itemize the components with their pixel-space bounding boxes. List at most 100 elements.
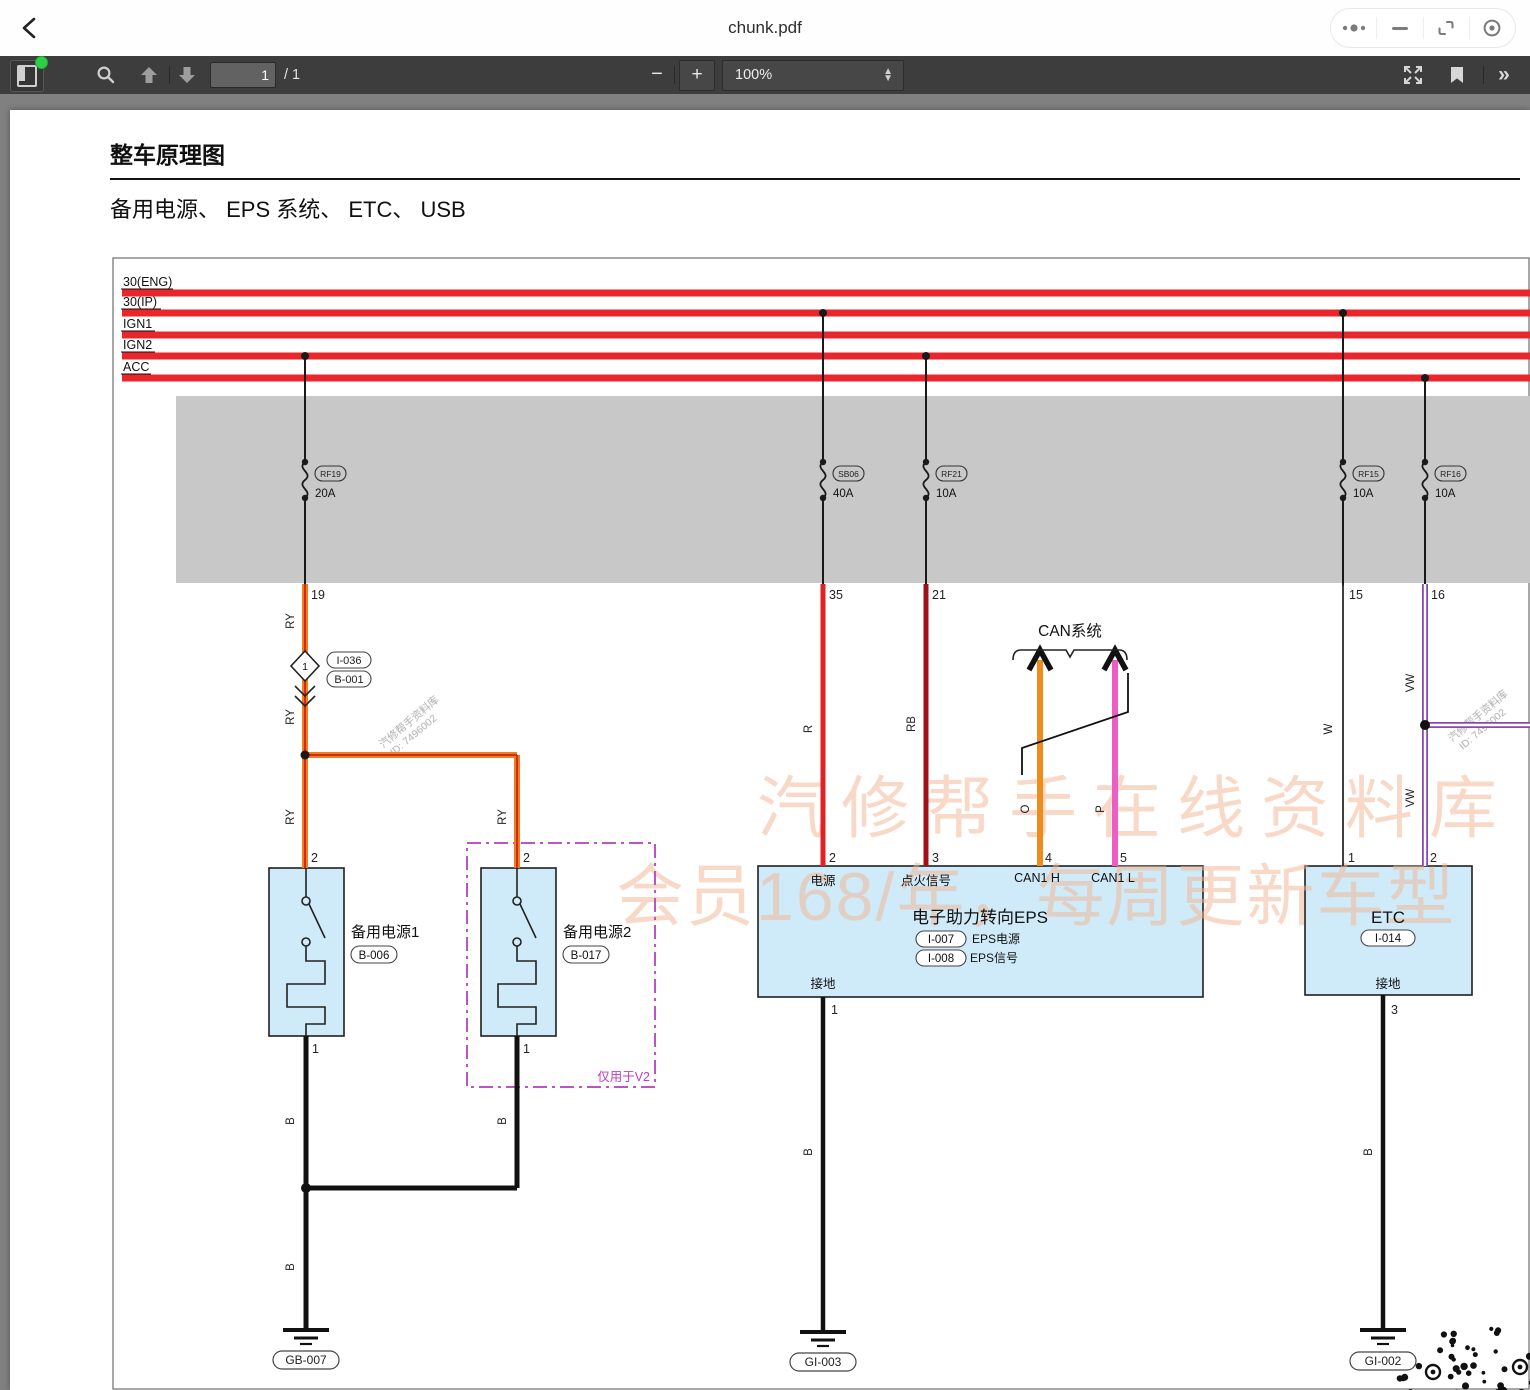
v2-dashed-box [466,842,656,1088]
back-button[interactable] [16,14,44,42]
pin-number: 16 [1431,588,1445,602]
zoom-level-select[interactable]: 100% ▲▼ [722,60,904,91]
arrow-down-icon [179,67,195,83]
svg-text:I-007: I-007 [928,934,954,946]
power-rails [122,289,1530,382]
svg-text:CAN1 L: CAN1 L [1091,871,1135,885]
svg-text:3: 3 [1391,1003,1398,1017]
restore-corners-icon [1438,20,1454,36]
viewer-content[interactable]: 整车原理图 备用电源、 EPS 系统、 ETC、 USB 30(ENG) 30(… [0,94,1530,1390]
rail-junction-dots [301,309,1429,382]
svg-text:B-017: B-017 [571,950,602,962]
fullscreen-icon [1404,66,1422,84]
pin-number: 19 [311,588,325,602]
window-title: chunk.pdf [728,18,802,37]
svg-text:GI-003: GI-003 [805,1355,842,1369]
watermark-line1: 汽修帮手在线资料库 [757,771,1513,847]
backup-symbols [286,868,537,1036]
arrow-up-icon [141,67,157,83]
can-arrows [1026,644,1129,672]
feed-wires [304,313,1426,586]
fuse-id: RF21 [941,469,962,479]
target-circle-icon [1483,19,1501,37]
ground-labels: GB-007 GI-003 GI-002 [272,1350,1417,1372]
fuse-amp: 20A [315,488,336,500]
can-brace [1012,649,1128,661]
minimize-button[interactable] [1377,17,1424,39]
svg-text:RY: RY [285,709,297,725]
svg-text:B: B [285,1263,297,1271]
fuse-id: RF19 [320,469,341,479]
backup2-box [480,867,557,1037]
fuse-amp: 10A [1353,488,1374,500]
svg-text:P: P [1095,805,1107,813]
more-dots-icon [1342,24,1365,32]
fuse-amp: 10A [1435,488,1456,500]
svg-text:2: 2 [829,851,836,865]
inline-connector: 1 I-036 B-001 [289,649,372,708]
can-system-label: CAN系统 [1038,622,1102,640]
exit-button[interactable] [1470,17,1515,39]
fuse-amp: 40A [833,488,854,500]
page-number-input[interactable] [210,62,276,88]
rail-label: 30(IP) [123,295,157,309]
more-tools-button[interactable]: » [1498,63,1510,86]
prev-page-button[interactable] [138,56,160,94]
fuse-id: RF16 [1440,469,1461,479]
doc-subtitle: 备用电源、 EPS 系统、 ETC、 USB [110,197,466,222]
fuse-id: RF15 [1358,469,1379,479]
fuses: RF19 SB06 RF21 RF15 RF16 20A 40A 10A 10A… [301,458,1467,502]
next-page-button[interactable] [176,56,198,94]
svg-text:3: 3 [932,851,939,865]
pin-number: 21 [932,588,946,602]
svg-text:GI-002: GI-002 [1365,1354,1402,1368]
twisted-pair-line [1021,673,1129,775]
watermark-line2: 会员168/年，每周更新车型 [616,859,1456,935]
toolbar-divider [1483,66,1484,84]
pin-number: 35 [829,588,843,602]
bookmark-button[interactable] [1442,56,1472,94]
sidebar-icon [17,65,37,87]
fullscreen-button[interactable] [1396,56,1430,94]
svg-text:B-006: B-006 [359,950,390,962]
svg-text:EPS信号: EPS信号 [970,951,1018,965]
restore-button[interactable] [1424,17,1470,39]
etc-title: ETC [1371,908,1405,927]
doc-title: 整车原理图 [110,136,1520,180]
eps-title: 电子助力转向EPS [912,908,1048,927]
svg-text:2: 2 [523,851,530,865]
fuse-band [176,396,1530,583]
box-pin-numbers: 2 2 1 1 2 3 4 5 1 1 2 3 [311,851,1437,1056]
zoom-out-button[interactable]: − [651,63,663,85]
svg-text:1: 1 [312,1042,319,1056]
backup1-title: 备用电源1 [351,924,419,941]
connector-id: B-001 [334,674,363,686]
backup-texts: 备用电源1 B-006 备用电源2 B-017 [350,924,631,964]
diagram-frame [112,257,1530,1390]
svg-text:I-014: I-014 [1375,933,1402,945]
rail-label: IGN2 [123,338,152,352]
svg-text:W: W [1323,723,1335,734]
search-button[interactable] [94,56,118,94]
svg-text:VW: VW [1405,674,1417,693]
svg-text:B: B [1363,1148,1375,1156]
more-options-button[interactable] [1331,17,1378,39]
toolbar-divider [674,66,675,84]
rail-label: 30(ENG) [123,275,172,289]
sidebar-toggle-button[interactable] [10,56,48,92]
small-watermark: 汽修帮手资料库 ID: 7496002 汽修帮手资料库 ID: 7496002 [377,687,1511,758]
eps-texts: 电源 点火信号 CAN1 H CAN1 L 电子助力转向EPS I-007 EP… [810,871,1134,991]
svg-text:点火信号: 点火信号 [901,874,951,888]
toolbar-divider [169,66,170,84]
v2-note: 仅用于V2 [597,1070,650,1084]
svg-text:GB-007: GB-007 [285,1353,327,1367]
back-chevron-icon [22,17,36,39]
svg-text:RB: RB [906,716,918,732]
svg-text:O: O [1020,804,1032,813]
wiring-diagram: 30(ENG) 30(IP) IGN1 IGN2 ACC 汽修帮手在线资料库 会… [112,257,1530,1390]
zoom-in-button[interactable]: + [679,60,715,91]
ground-symbols [283,1328,1406,1348]
miniprogram-code-icon [1396,1326,1530,1390]
svg-text:B: B [497,1117,509,1125]
svg-text:5: 5 [1120,851,1127,865]
